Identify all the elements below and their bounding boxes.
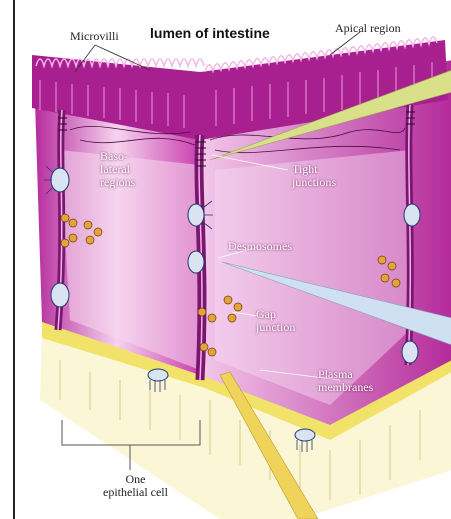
desmosomes-label: Desmosomes [228,240,292,253]
epithelial-cell-label: One epithelial cell [103,473,168,499]
apical-region-label: Apical region [335,22,401,35]
lumen-label: lumen of intestine [150,27,270,40]
plasma-membranes-label: Plasma membranes [318,368,373,394]
tight-junctions-label: Tight junctions [292,163,336,189]
microvilli-label: Microvilli [70,30,119,43]
basolateral-regions-label: Baso- lateral regions [100,150,135,189]
gap-junction-label: Gap junction [256,308,295,334]
